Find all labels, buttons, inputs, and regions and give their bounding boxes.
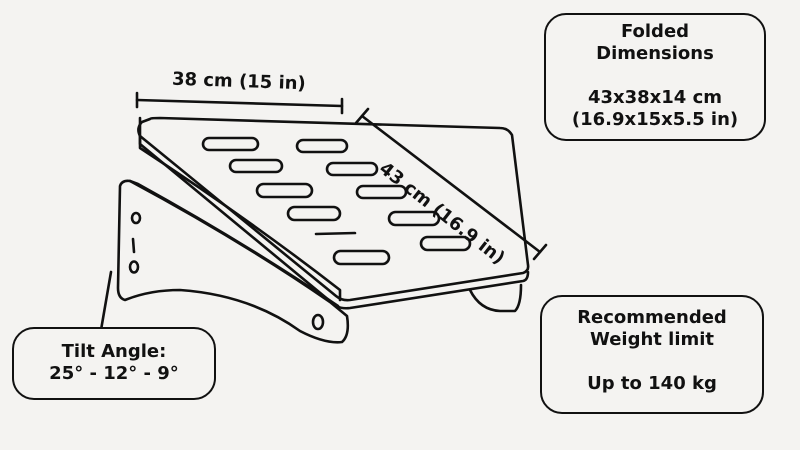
weight-title-line1: Recommended (577, 307, 727, 328)
tilt-angle-callout: Tilt Angle: 25° - 12° - 9° (12, 327, 216, 400)
tray-slot (325, 161, 379, 177)
tilt-title: Tilt Angle: (61, 341, 167, 362)
bracket-slot (131, 237, 136, 254)
folded-value-cm: 43x38x14 cm (587, 87, 723, 108)
rear-leg (468, 283, 523, 313)
depth-dimension-line (354, 107, 548, 261)
bracket-hole-top (130, 211, 142, 225)
folded-title-line1: Folded (620, 21, 690, 42)
weight-value: Up to 140 kg (587, 373, 717, 394)
tray-slot (387, 210, 441, 227)
tray-slot (419, 235, 472, 252)
tray-slot (228, 158, 284, 174)
rear-support-bracket (138, 116, 342, 302)
tray-slot (314, 231, 357, 236)
tray-slot (255, 182, 314, 199)
tray-slot (201, 136, 260, 152)
tilt-values: 25° - 12° - 9° (49, 363, 179, 384)
tray-slot (332, 249, 391, 266)
tray-top (137, 116, 530, 302)
weight-limit-callout: Recommended Weight limit Up to 140 kg (540, 295, 764, 414)
folded-value-in: (16.9x15x5.5 in) (571, 109, 739, 130)
width-dimension-line (135, 91, 344, 115)
tray-slots (201, 136, 472, 266)
folded-dimensions-callout: Folded Dimensions 43x38x14 cm (16.9x15x5… (544, 13, 766, 141)
bracket-hole-front (311, 313, 325, 331)
tray-slot (355, 184, 408, 200)
tray-slot (295, 138, 349, 154)
weight-title-line2: Weight limit (589, 329, 715, 350)
tray-slot (286, 205, 342, 222)
folded-title-line2: Dimensions (596, 43, 714, 64)
side-bracket-inner-edge (128, 179, 340, 308)
tilt-leader-line (99, 270, 113, 332)
bracket-hole-bottom (128, 260, 140, 274)
